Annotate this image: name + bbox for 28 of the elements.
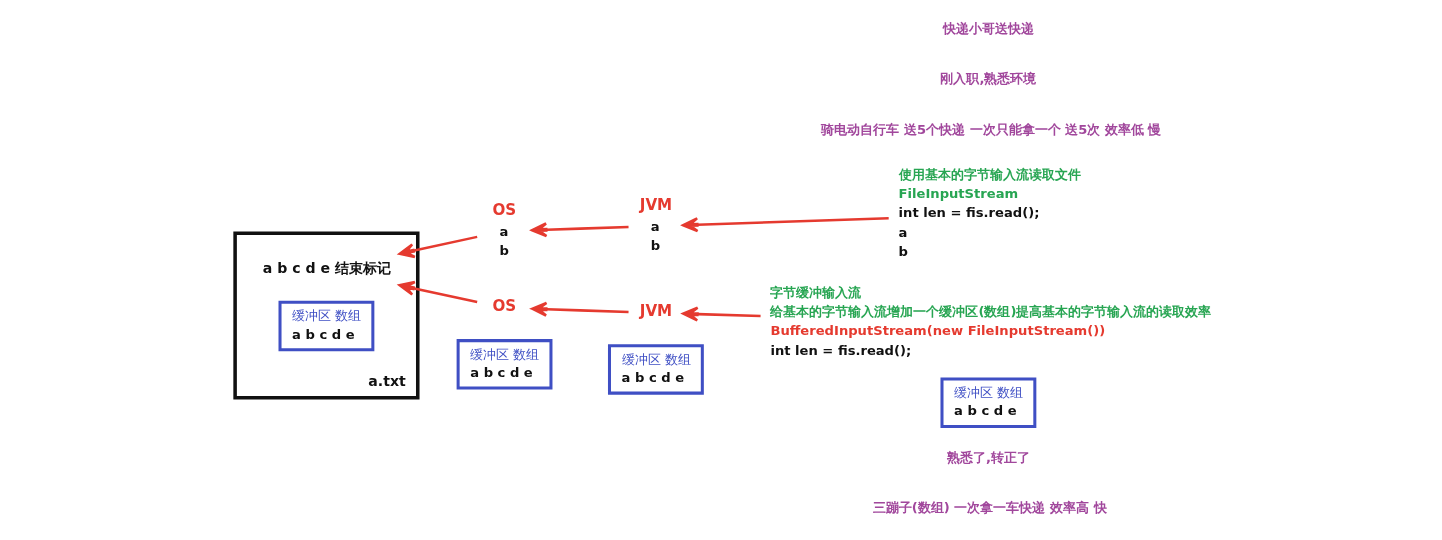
- arrow: [530, 301, 629, 317]
- arrow: [681, 217, 889, 233]
- label: 刚入职,熟悉环境: [939, 71, 1036, 87]
- label: 快递小哥送快递: [942, 20, 1034, 36]
- node-box: 缓冲区 数组 a b c d e: [939, 377, 1036, 428]
- node-label: a: [898, 224, 907, 240]
- arrow: [681, 306, 761, 322]
- node-box: 缓冲区 数组 a b c d e: [456, 339, 552, 390]
- node-label: a: [499, 223, 508, 239]
- node-text: 使用基本的字节输入流读取文件 FileInputStream int len = fis.read();: [898, 167, 1081, 221]
- node-label: b: [499, 242, 509, 258]
- node-text: OS: [491, 201, 516, 219]
- arrow: [397, 280, 477, 304]
- label: 三蹦子(数组) 一次拿一车快递 效率高 快: [872, 500, 1107, 516]
- label: 熟悉了,转正了: [946, 449, 1030, 465]
- arrow: [397, 235, 477, 259]
- label: 骑电动自行车 送5个快递 一次只能拿一个 送5次 效率低 慢: [820, 121, 1161, 137]
- node-box: 缓冲区 数组 a b c d e: [278, 300, 374, 352]
- node-label: b: [650, 237, 660, 253]
- node-label: b: [898, 243, 908, 259]
- node-text: OS: [491, 296, 516, 315]
- node-text: JVM: [639, 195, 672, 214]
- node-text: 字节缓冲输入流 给基本的字节输入流增加一个缓冲区(数组)提高基本的字节输入流的读取效率 BufferedInputStream(new FileInputStream()) int len = fis.read();: [769, 285, 1211, 358]
- node-text: JVM: [639, 301, 672, 320]
- node-text: a b c d e 结束标记: [262, 259, 391, 276]
- node-label: a: [650, 218, 660, 234]
- arrow: [530, 222, 629, 238]
- node-box: 缓冲区 数组 a b c d e: [607, 344, 704, 395]
